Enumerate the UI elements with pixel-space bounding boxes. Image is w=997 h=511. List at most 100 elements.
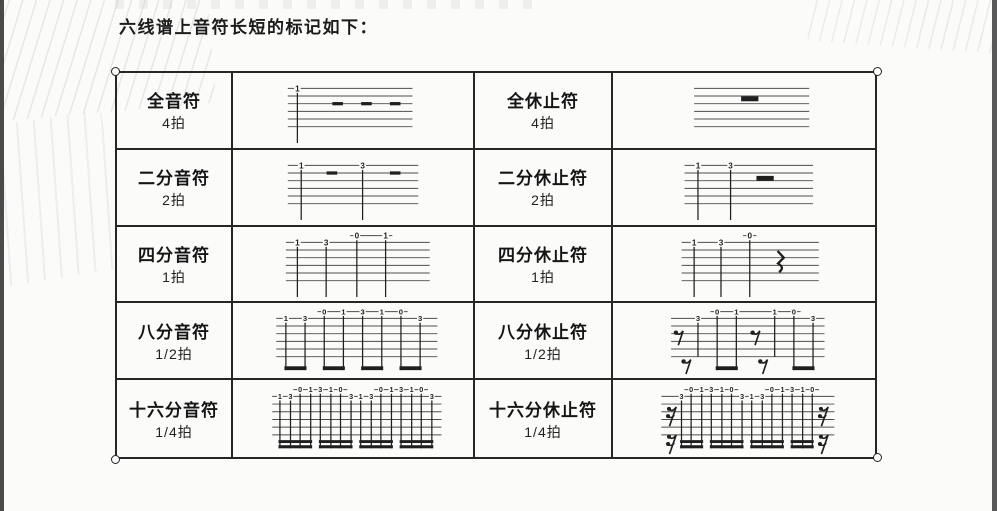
svg-text:1: 1 [383,231,388,240]
svg-text:3: 3 [811,314,815,323]
tab-figure-whole-note: 1 [287,83,413,144]
svg-text:1: 1 [309,385,313,394]
note-name: 二分音符 [138,169,210,189]
svg-text:1: 1 [329,385,333,394]
svg-text:3: 3 [399,385,403,394]
tab-figure-quarter-note: 1 3 0 1 [285,230,430,297]
svg-text:0: 0 [689,385,693,394]
svg-text:0: 0 [715,308,719,317]
note-name: 四分音符 [138,245,210,265]
rest-beats: 1拍 [531,268,555,285]
svg-text:1: 1 [284,314,289,323]
svg-text:0: 0 [729,385,733,394]
svg-text:1: 1 [696,161,701,170]
svg-text:0: 0 [338,385,342,394]
svg-text:0: 0 [355,231,360,240]
svg-text:1: 1 [380,308,385,317]
rest-beats: 4拍 [531,115,555,132]
note-beats: 1/4拍 [155,423,193,440]
svg-text:3: 3 [318,385,322,394]
svg-text:3: 3 [760,392,764,401]
svg-text:3: 3 [360,161,365,170]
svg-text:3: 3 [288,392,292,401]
svg-text:3: 3 [790,385,794,394]
svg-text:1: 1 [773,308,778,317]
note-beats: 1/2拍 [155,345,193,362]
rest-name-cell: 八分休止符 1/2拍 [475,303,613,381]
svg-text:3: 3 [349,392,353,401]
svg-text:3: 3 [430,392,434,401]
rest-name: 十六分休止符 [489,400,597,420]
svg-text:1: 1 [359,392,363,401]
svg-text:3: 3 [740,392,744,401]
svg-text:0: 0 [792,308,796,317]
rest-name: 四分休止符 [498,245,588,265]
svg-text:3: 3 [360,308,364,317]
svg-text:0: 0 [379,385,383,394]
svg-text:3: 3 [719,238,724,247]
svg-text:1: 1 [801,385,805,394]
page-title: 六线谱上音符长短的标记如下： [119,18,378,37]
note-figure-cell: 1 3 0 1 [233,226,475,304]
svg-text:0: 0 [399,308,403,317]
svg-text:1: 1 [295,238,300,247]
svg-text:1: 1 [692,238,697,247]
rest-name-cell: 十六分休止符 1/4拍 [475,380,613,457]
note-figure-cell: 1 [233,73,475,150]
svg-text:3: 3 [324,238,329,247]
rest-beats: 1/2拍 [524,345,562,362]
svg-text:1: 1 [700,385,704,394]
svg-text:0: 0 [810,385,814,394]
scan-edge-left [0,0,4,511]
svg-text:3: 3 [679,392,683,401]
svg-text:0: 0 [322,308,326,317]
svg-text:3: 3 [303,314,307,323]
note-name-cell: 四分音符 1拍 [117,226,233,304]
corner-marker-bottom-right [872,452,882,462]
note-name-cell: 全音符 4拍 [117,73,233,150]
svg-text:1: 1 [295,84,300,93]
rest-name: 八分休止符 [498,322,588,342]
tab-figure-whole-rest [694,87,810,128]
svg-text:3: 3 [418,314,422,323]
svg-text:3: 3 [369,392,373,401]
svg-text:1: 1 [389,385,393,394]
svg-text:3: 3 [709,385,713,394]
svg-text:0: 0 [419,385,423,394]
rest-name-cell: 四分休止符 1拍 [475,226,613,304]
scan-artifact-top-center [115,0,545,9]
svg-text:0: 0 [298,385,302,394]
rest-beats: 1/4拍 [524,423,562,440]
note-name: 全音符 [147,92,201,112]
corner-marker-top-right [872,66,882,76]
note-name-cell: 二分音符 2拍 [117,149,233,227]
note-name: 八分音符 [138,322,210,342]
note-beats: 4拍 [162,115,186,132]
svg-text:1: 1 [720,385,724,394]
svg-text:1: 1 [278,392,282,401]
scan-edge-right [992,0,997,511]
svg-text:1: 1 [780,385,784,394]
note-beats: 2拍 [162,192,186,209]
note-name: 十六分音符 [129,400,219,420]
rest-beats: 2拍 [531,192,555,209]
scan-artifact-top-right [807,0,997,54]
rest-name: 二分休止符 [498,169,588,189]
corner-marker-bottom-left [110,454,120,464]
rest-figure-cell [613,73,875,150]
scan-artifact-mid-left [0,109,126,287]
svg-text:3: 3 [728,161,733,170]
svg-text:1: 1 [299,161,304,170]
